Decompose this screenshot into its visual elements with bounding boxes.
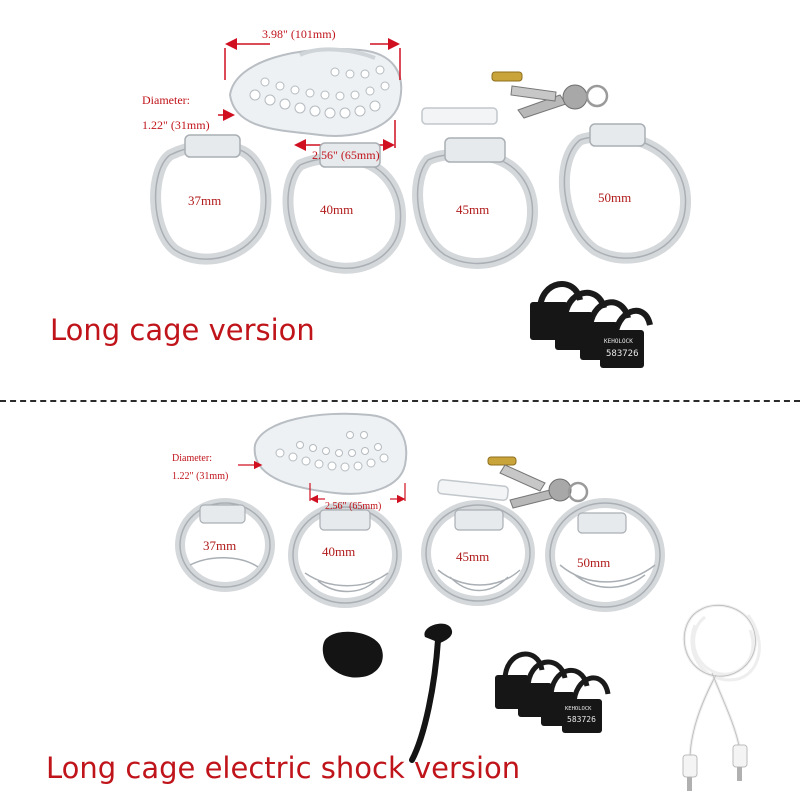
long-cage-illustration: KEHOLOCK 583726 — [150, 38, 692, 368]
spacer-tube — [437, 479, 509, 501]
tag-serial-text: 583726 — [567, 715, 596, 724]
keys — [487, 456, 589, 509]
ring-size-50: 50mm — [577, 555, 611, 570]
panel-caption: Long cage version — [50, 313, 315, 347]
dimension-length-label: 3.98" (101mm) — [262, 27, 336, 41]
electric-shock-illustration: KEHOLOCK 583726 — [175, 412, 761, 791]
plastic-padlock-tags: KEHOLOCK 583726 — [530, 281, 653, 368]
ring-size-37: 37mm — [188, 193, 222, 208]
dimension-diameter-label: Diameter: — [142, 93, 190, 107]
dimension-diameter-value: 1.22" (31mm) — [142, 118, 210, 132]
ring-size-45: 45mm — [456, 202, 490, 217]
tag-serial-text: 583726 — [606, 349, 639, 359]
section-divider — [0, 400, 800, 402]
panel-caption: Long cage electric shock version — [46, 751, 521, 785]
ring-size-37: 37mm — [203, 538, 237, 553]
cage-body — [228, 47, 403, 137]
ring-size-50: 50mm — [598, 190, 632, 205]
ring-size-40: 40mm — [322, 544, 356, 559]
cage-body — [253, 412, 408, 495]
spacer-tube — [421, 107, 498, 125]
dimension-diameter-label: Diameter: — [172, 453, 212, 464]
electrode-plug — [322, 631, 383, 678]
dimension-inner-label: 2.56" (65mm) — [312, 148, 380, 162]
tag-brand-text: KEHOLOCK — [604, 338, 633, 345]
ring-size-45: 45mm — [456, 549, 490, 564]
electric-shock-panel: KEHOLOCK 583726 Diameter: 1.22" (31mm) 2… — [0, 405, 800, 800]
long-cage-panel: KEHOLOCK 583726 3.98" (101mm) Diameter: … — [0, 0, 800, 395]
keys — [491, 71, 609, 119]
tag-brand-text: KEHOLOCK — [565, 706, 592, 712]
dimension-diameter-value: 1.22" (31mm) — [172, 471, 229, 482]
electrode-sound — [409, 623, 453, 763]
banana-plugs — [682, 744, 748, 791]
electric-cable — [682, 603, 761, 761]
plastic-padlock-tags: KEHOLOCK 583726 — [495, 651, 611, 733]
dimension-arrows — [238, 460, 406, 504]
ring-size-40: 40mm — [320, 202, 354, 217]
dimension-inner-label: 2.56" (65mm) — [325, 501, 382, 512]
